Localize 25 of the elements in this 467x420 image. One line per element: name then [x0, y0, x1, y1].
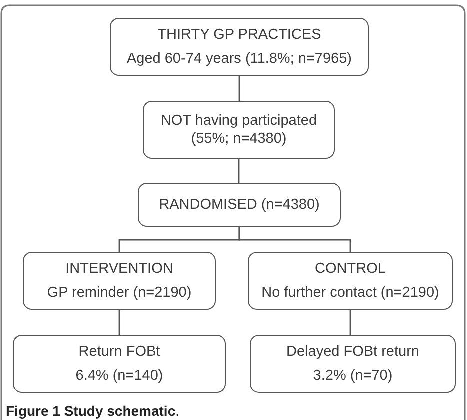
box-text: GP reminder (n=2190) — [47, 284, 192, 302]
process-box — [143, 101, 335, 159]
process-box — [110, 18, 369, 76]
connector-line — [238, 159, 240, 183]
box-text: 6.4% (n=140) — [76, 367, 164, 385]
box-heading: THIRTY GP PRACTICES — [158, 26, 322, 44]
process-box — [250, 335, 456, 393]
process-box — [138, 183, 341, 227]
box-heading: CONTROL — [315, 260, 386, 278]
connector-line — [238, 227, 352, 252]
process-box — [13, 335, 226, 393]
box-text: 3.2% (n=70) — [313, 367, 393, 385]
process-box — [248, 252, 453, 310]
box-heading: Return FOBt — [78, 343, 160, 361]
connector-line — [118, 310, 120, 335]
box-heading: RANDOMISED (n=4380) — [159, 196, 320, 214]
box-heading: Delayed FOBt return — [286, 343, 420, 361]
process-box — [23, 252, 216, 310]
box-heading: INTERVENTION — [66, 260, 174, 278]
connector-line — [238, 76, 240, 101]
figure-caption: Figure 1 Study schematic. — [6, 403, 180, 419]
box-text: No further contact (n=2190) — [262, 284, 440, 302]
box-text: Aged 60-74 years (11.8%; n=7965) — [126, 50, 352, 68]
connector-line — [350, 310, 352, 335]
box-heading: NOT having participated (55%; n=4380) — [160, 112, 318, 148]
